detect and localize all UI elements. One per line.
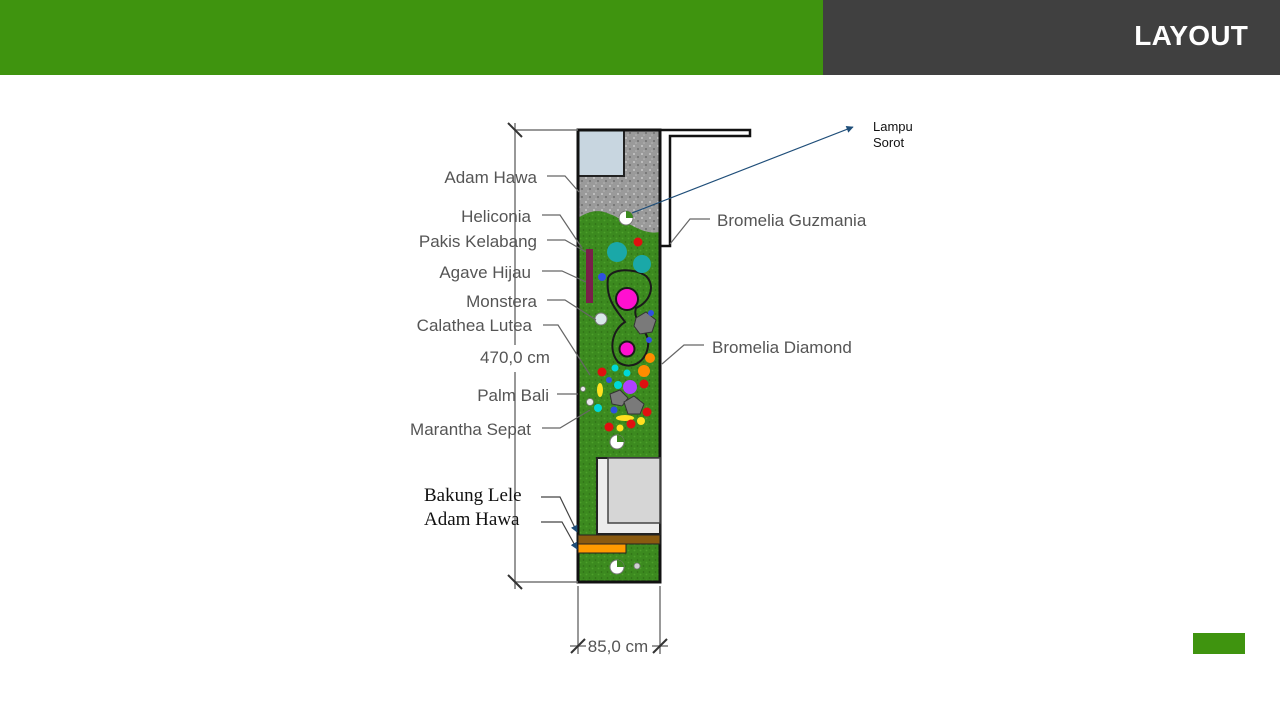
label-lampu-sorot-line1: Lampu: [873, 119, 913, 134]
red-plant-dot: [626, 419, 636, 429]
spotlight-icon: [609, 434, 625, 450]
monstera-plant: [615, 287, 639, 311]
palm-bali-plant: [580, 386, 586, 392]
blue-plant-dot: [598, 273, 606, 281]
spotlight-icon: [618, 210, 634, 226]
slide-corner-accent: [1193, 633, 1245, 654]
cyan-plant-dot: [614, 381, 622, 389]
calathea-lutea-plant: [594, 312, 608, 326]
leader-line: [669, 218, 710, 245]
width-dimension-label: 85,0 cm: [588, 637, 648, 656]
label-lampu-sorot-line2: Sorot: [873, 135, 904, 150]
length-dimension-label: 470,0 cm: [480, 348, 550, 367]
leader-line: [542, 409, 591, 429]
wall-outline: [660, 128, 752, 248]
dimension-tick: [507, 574, 523, 590]
bakung-lele-strip: [577, 534, 661, 545]
label-pakis-kelabang: Pakis Kelabang: [419, 232, 537, 251]
leader-line: [543, 324, 591, 376]
blue-plant-dot: [646, 337, 652, 343]
header-accent-bar: [0, 0, 823, 75]
dimension-tick: [507, 122, 523, 138]
label-bromelia-guzmania: Bromelia Guzmania: [717, 211, 867, 230]
label-adam-hawa-bottom: Adam Hawa: [424, 509, 520, 530]
label-monstera: Monstera: [466, 292, 537, 311]
label-palm-bali: Palm Bali: [477, 386, 549, 405]
page-title: LAYOUT: [1134, 20, 1248, 51]
cyan-plant-dot: [594, 404, 602, 412]
label-adam-hawa: Adam Hawa: [444, 168, 537, 187]
teal-plant-circle: [633, 255, 651, 273]
agave-hijau-plant: [586, 249, 593, 303]
red-plant-dot: [639, 379, 649, 389]
header-title-panel: LAYOUT: [823, 0, 1280, 75]
yellow-plant-dot: [616, 415, 634, 421]
leader-line: [547, 299, 597, 321]
leader-line: [542, 270, 587, 283]
leader-line: [542, 214, 583, 249]
label-marantha-sepat: Marantha Sepat: [410, 420, 531, 439]
red-plant-dot: [597, 367, 607, 377]
palm-bali-plant: [586, 398, 594, 406]
label-calathea-lutea: Calathea Lutea: [417, 316, 533, 335]
red-plant-dot: [642, 407, 652, 417]
leader-line: [661, 344, 704, 365]
yellow-plant-dot: [616, 424, 624, 432]
blue-plant-dot: [610, 406, 618, 414]
adam-hawa-strip: [577, 543, 627, 554]
cyan-plant-dot: [611, 364, 619, 372]
cyan-plant-dot: [623, 369, 631, 377]
purple-plant-dot: [623, 380, 637, 394]
dimension-tick: [652, 638, 668, 654]
monstera-plant-small: [618, 340, 636, 358]
rock: [633, 311, 657, 335]
rock: [623, 395, 645, 415]
yellow-plant-dot: [597, 383, 603, 397]
label-heliconia: Heliconia: [461, 207, 531, 226]
water-feature-box: [577, 129, 625, 177]
orange-plant-dot: [645, 353, 655, 363]
spotlight-pointer-arrow: [631, 125, 854, 214]
leader-arrow: [541, 496, 578, 533]
blue-plant-dot: [606, 377, 612, 383]
yellow-plant-dot: [637, 417, 645, 425]
label-agave-hijau: Agave Hijau: [439, 263, 531, 282]
label-bromelia-diamond: Bromelia Diamond: [712, 338, 852, 357]
spotlight-icon: [609, 559, 625, 575]
leader-arrow: [541, 521, 578, 550]
teal-plant-circle: [607, 242, 627, 262]
leader-line: [547, 175, 580, 193]
leader-line: [547, 239, 587, 253]
blue-plant-dot: [648, 310, 654, 316]
red-plant-dot: [604, 422, 614, 432]
small-plant-dot: [633, 562, 641, 570]
dimension-tick: [570, 638, 586, 654]
paving-slab-inner: [607, 457, 661, 524]
label-bakung-lele: Bakung Lele: [424, 485, 522, 506]
orange-plant-dot: [638, 365, 650, 377]
red-plant-dot: [633, 237, 643, 247]
